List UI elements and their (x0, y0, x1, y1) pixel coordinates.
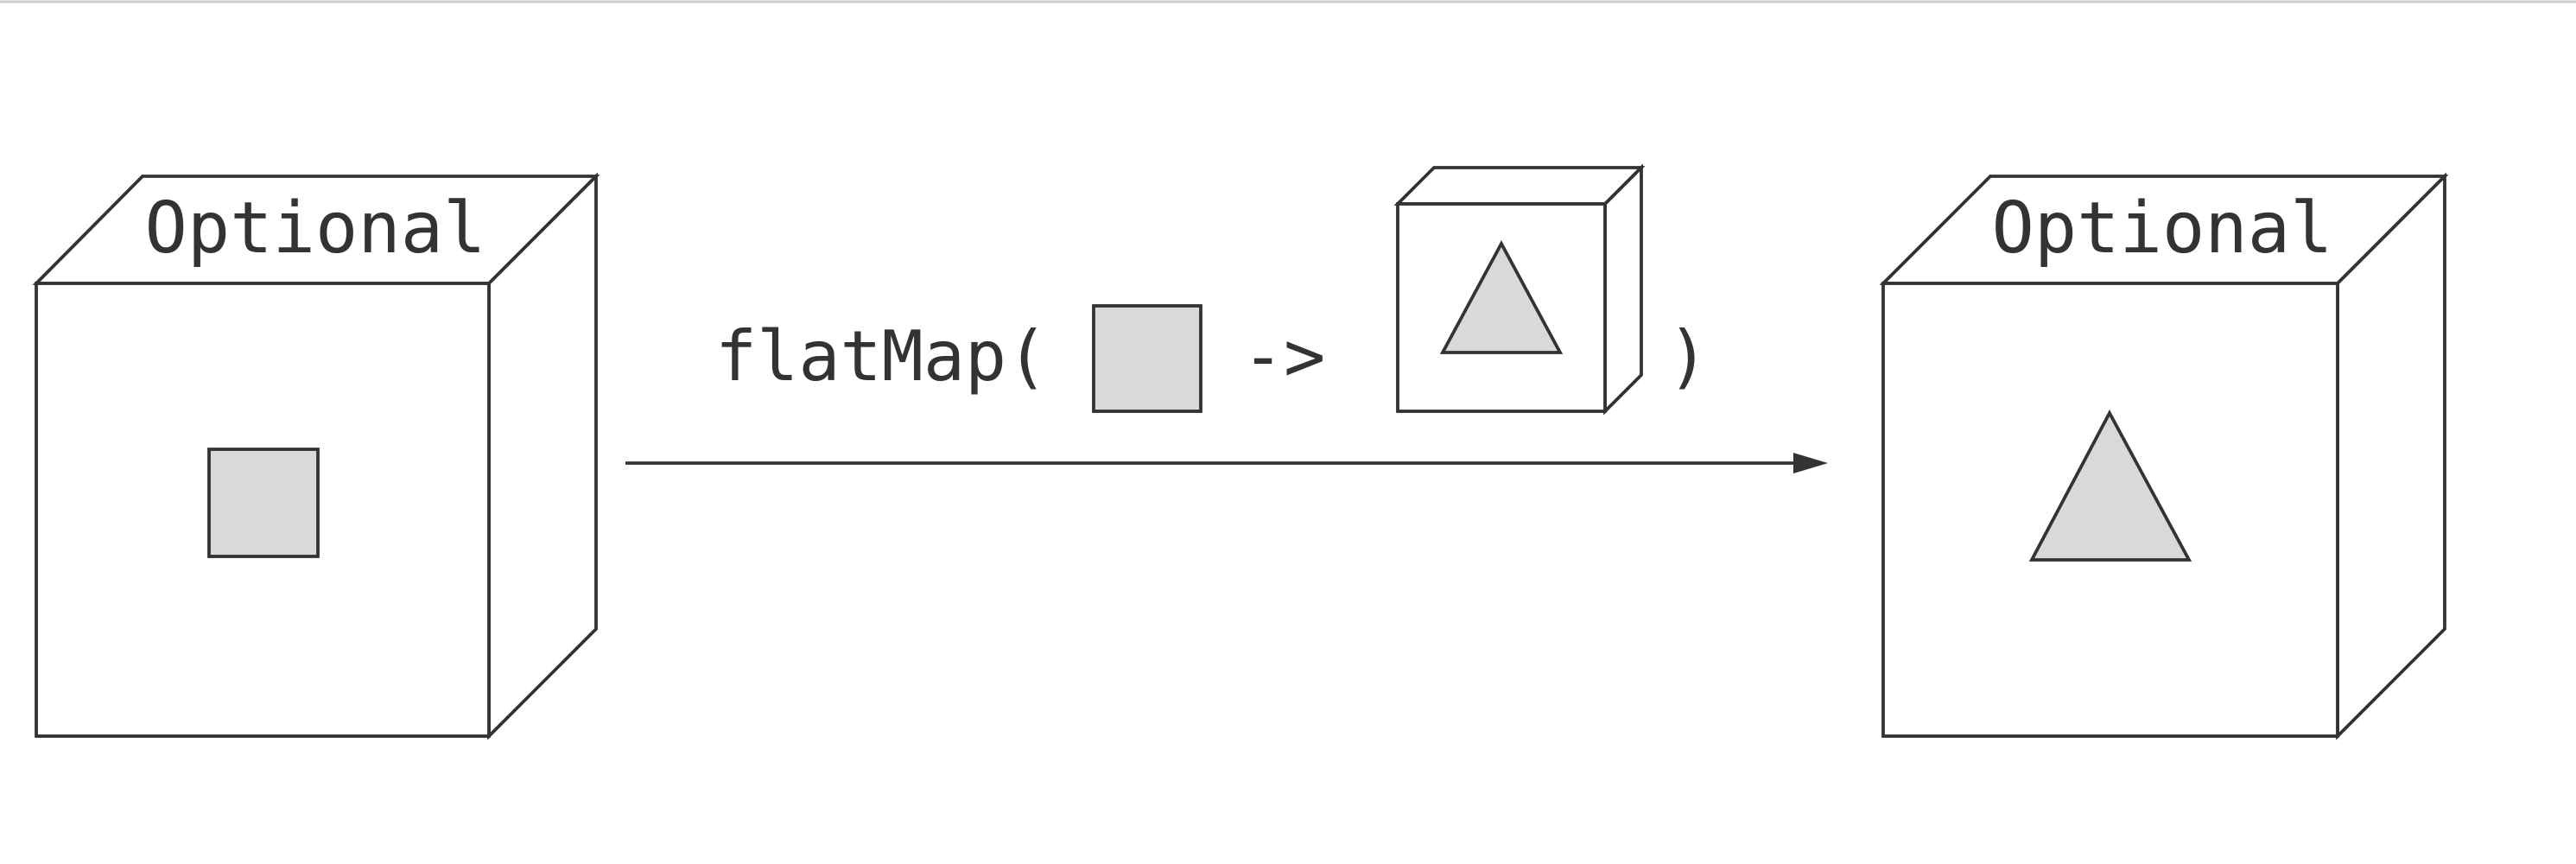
flatmap-close-text: ) (1667, 316, 1709, 397)
lambda-arrow-text: -> (1242, 316, 1325, 397)
small-box-triangle-value (1439, 239, 1564, 354)
arrow-head (1793, 453, 1828, 473)
left-box-label: Optional (145, 187, 486, 270)
small-box-top-face (1393, 166, 1646, 206)
small-box-side-face (1603, 163, 1643, 416)
right-box-triangle-value (2028, 409, 2192, 562)
flatmap-open-text: flatMap( (715, 316, 1048, 397)
left-box-square-value (207, 448, 320, 558)
left-optional-box: Optional (32, 172, 600, 740)
right-optional-box: Optional (1879, 172, 2449, 740)
function-input-square (1092, 304, 1202, 413)
right-box-label: Optional (1992, 187, 2333, 270)
function-label: flatMap( -> ) (715, 163, 1709, 416)
function-output-box (1393, 163, 1646, 416)
transform-arrow (625, 453, 1828, 473)
